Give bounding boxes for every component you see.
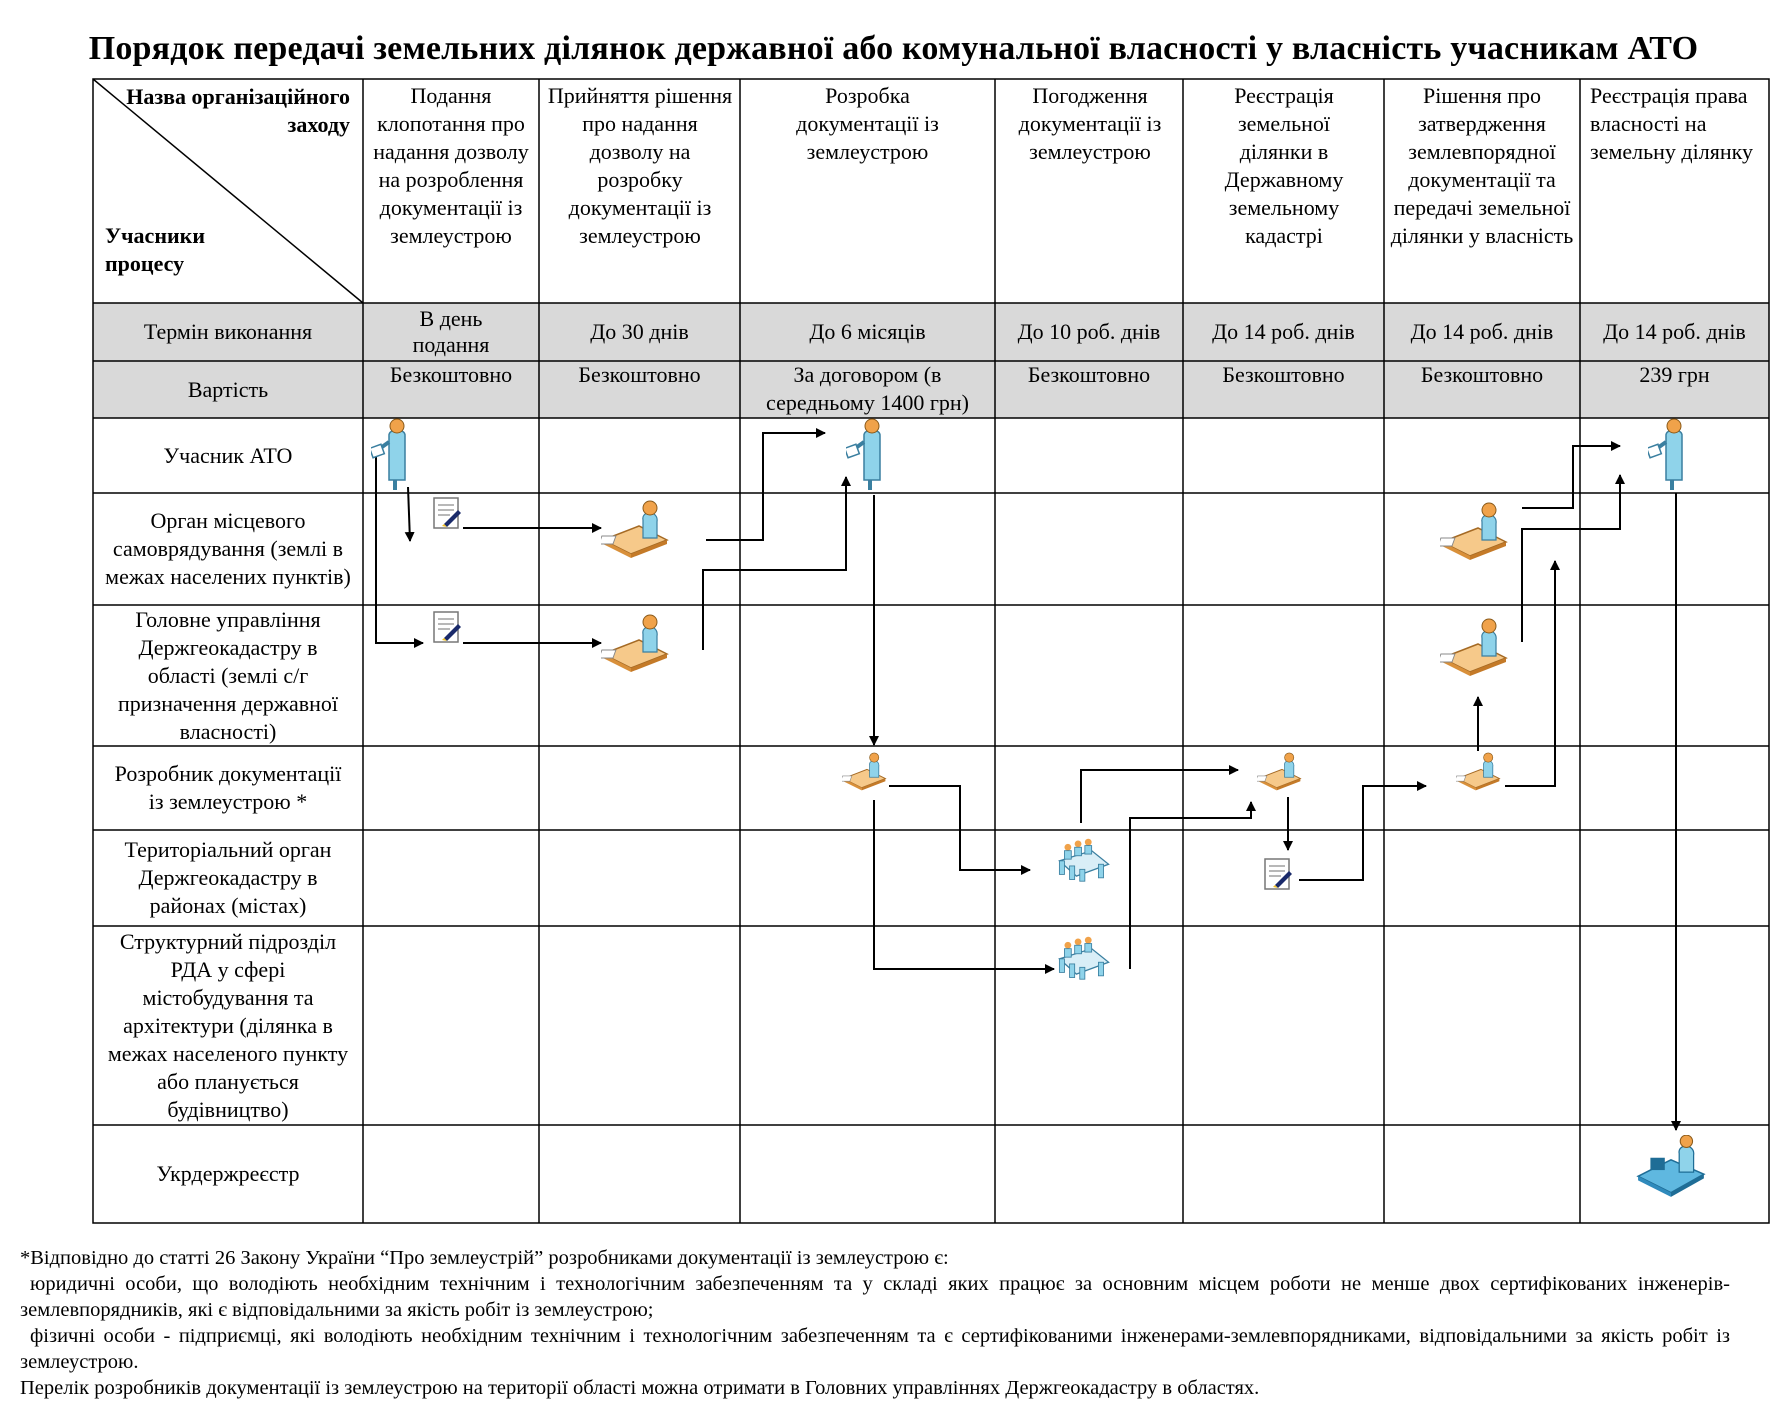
corner-header-stage: Назва організаційного заходу [110,83,350,139]
cost-row-label: Вартість [93,361,363,418]
footnote-developers-list: Перелік розробників документації із земл… [20,1375,1730,1401]
footnote-individuals: фізичні особи - підприємці, які володіют… [20,1323,1730,1375]
term-stage-3: До 6 місяців [740,303,995,361]
cost-stage-3: За договором (в середньому 1400 грн) [750,361,985,417]
cost-stage-6: Безкоштовно [1384,361,1580,389]
participant-geocadastre-main: Головне управління Держгеокадастру в обл… [103,605,353,746]
participant-geocadastre-district: Територіальний орган Держгеокадастру в р… [103,830,353,926]
stage-header-4: Погодження документації із землеустрою [1000,82,1180,166]
term-stage-7: До 14 роб. днів [1580,303,1769,361]
stage-header-2: Прийняття рішення про надання дозволу на… [545,82,735,250]
desk-worker-icon [842,752,888,792]
document-pen-icon [432,610,464,646]
desk-worker-icon [601,500,671,560]
term-row-label: Термін виконання [93,303,363,361]
stage-header-1: Подання клопотання про надання дозволу н… [363,82,539,250]
term-stage-1: В день подання [380,303,522,361]
desk-worker-icon [1440,502,1510,562]
term-stage-6: До 14 роб. днів [1384,303,1580,361]
meeting-group-icon [1056,832,1112,888]
corner-header-participants: Учасники процесу [105,222,265,278]
term-stage-2: До 30 днів [539,303,740,361]
footnote-legal-entities: юридичні особи, що володіють необхідним … [20,1271,1730,1323]
stage-header-5: Реєстрація земельної ділянки в Державном… [1205,82,1363,250]
participant-ato: Учасник АТО [98,418,358,493]
computer-worker-icon [1636,1135,1708,1199]
participant-local-government: Орган місцевого самоврядування (землі в … [103,493,353,605]
cost-stage-4: Безкоштовно [995,361,1183,389]
desk-worker-icon [1440,618,1510,678]
cost-stage-5: Безкоштовно [1183,361,1384,389]
stage-header-3: Розробка документації із землеустрою [770,82,965,166]
participant-ukrderzhreestr: Укрдержреєстр [98,1125,358,1223]
footnote-intro: *Відповідно до статті 26 Закону України … [20,1245,1730,1271]
cost-stage-1: Безкоштовно [363,361,539,389]
participant-rda-architecture: Структурний підрозділ РДА у сфері містоб… [98,926,358,1125]
term-stage-4: До 10 роб. днів [995,303,1183,361]
standing-person-icon [371,418,411,490]
cost-stage-2: Безкоштовно [539,361,740,389]
meeting-group-icon [1056,930,1112,986]
stage-header-7: Реєстрація права власності на земельну д… [1590,82,1766,166]
stage-header-6: Рішення про затвердження землевпорядної … [1388,82,1576,250]
term-stage-5: До 14 роб. днів [1183,303,1384,361]
footnote: *Відповідно до статті 26 Закону України … [20,1245,1730,1401]
standing-person-icon [846,418,886,490]
participant-developer: Розробник документації із землеустрою * [110,746,346,830]
document-pen-icon [432,496,464,532]
cost-stage-7: 239 грн [1580,361,1769,389]
desk-worker-icon [601,614,671,674]
standing-person-icon [1648,418,1688,490]
desk-worker-icon [1456,752,1502,792]
document-pen-icon [1263,857,1295,893]
desk-worker-icon [1257,752,1303,792]
